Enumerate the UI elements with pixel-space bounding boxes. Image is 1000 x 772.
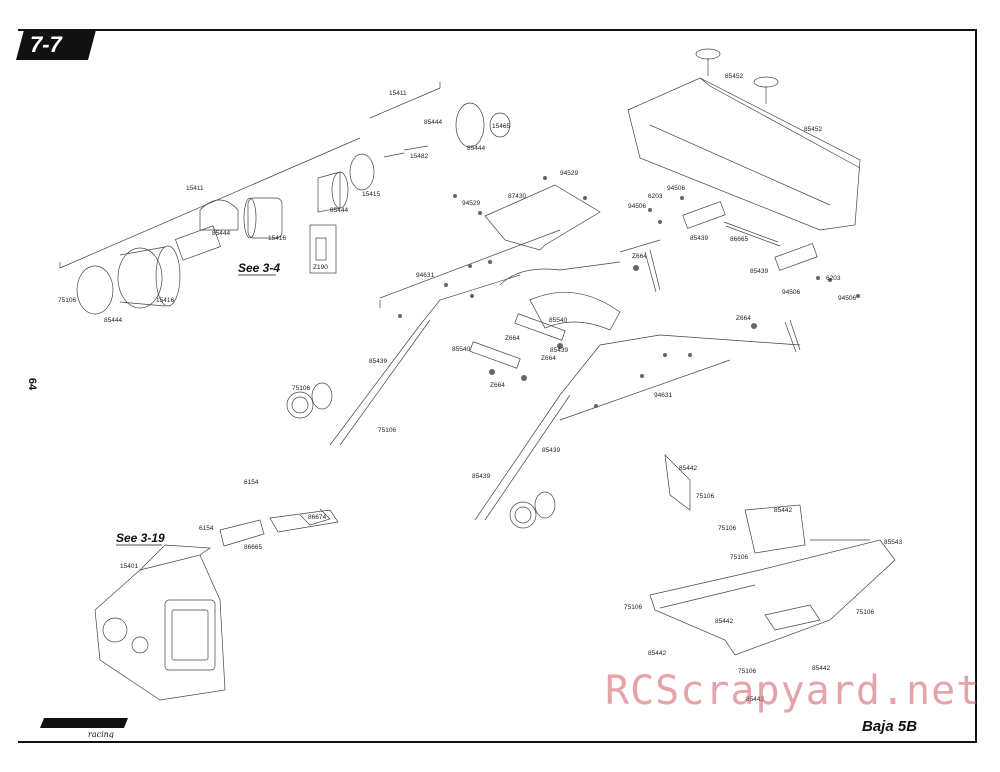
part-number-label: 75106: [738, 668, 756, 675]
part-number-label: Z190: [313, 264, 328, 271]
page-number: 64: [26, 377, 39, 391]
part-number-label: 15416: [268, 235, 286, 242]
baja-5b-logo: Baja 5B: [862, 718, 918, 735]
part-number-label: 6203: [826, 275, 841, 282]
part-number-label: 15482: [410, 153, 428, 160]
part-number-label: 75106: [856, 609, 874, 616]
part-number-label: 85444: [467, 145, 485, 152]
part-number-label: 85444: [212, 230, 230, 237]
part-number-label: 85543: [884, 539, 902, 546]
part-number-label: 94506: [667, 185, 685, 192]
part-number-label: Z664: [490, 382, 505, 389]
part-number-label: 85444: [104, 317, 122, 324]
part-number-label: 85442: [715, 618, 733, 625]
part-number-label: 85442: [774, 507, 792, 514]
part-number-label: 94529: [462, 200, 480, 207]
part-number-label: 86674: [308, 514, 326, 521]
part-number-label: Z664: [505, 335, 520, 342]
part-number-label: 15465: [492, 123, 510, 130]
part-number-label: 85540: [549, 317, 567, 324]
part-number-label: 85439: [472, 473, 490, 480]
hpi-logo: racing: [40, 718, 128, 738]
part-number-label: 85442: [648, 650, 666, 657]
hardware-markers: [398, 176, 860, 408]
part-number-label: 6154: [199, 525, 214, 532]
part-labels: 15411 85444 15482 15465 85444 15411 15415 85444…: [58, 73, 902, 703]
part-number-label: 15416: [156, 297, 174, 304]
watermark: RCScrapyard.net: [605, 668, 982, 714]
part-number-label: 94529: [560, 170, 578, 177]
part-number-label: 75106: [718, 525, 736, 532]
part-number-label: 85442: [812, 665, 830, 672]
part-number-label: 85439: [690, 235, 708, 242]
part-number-label: 85442: [679, 465, 697, 472]
part-number-label: 85439: [550, 347, 568, 354]
part-number-label: 94506: [628, 203, 646, 210]
part-number-label: 85444: [424, 119, 442, 126]
section-badge: [16, 30, 96, 60]
part-number-label: 75106: [292, 385, 310, 392]
part-number-label: 85442: [746, 696, 764, 703]
part-number-label: 15411: [389, 90, 407, 97]
see-3-4-reference: See 3-4: [238, 261, 280, 275]
part-number-label: 6154: [244, 479, 259, 486]
part-number-label: 75106: [378, 427, 396, 434]
part-number-label: 86665: [244, 544, 262, 551]
part-number-label: 15415: [362, 191, 380, 198]
section-number: 7-7: [30, 32, 62, 57]
part-number-label: 15401: [120, 563, 138, 570]
part-number-label: 85439: [542, 447, 560, 454]
part-number-label: Z664: [736, 315, 751, 322]
page-frame: [18, 29, 977, 743]
part-number-label: 94506: [838, 295, 856, 302]
part-number-label: Z664: [541, 355, 556, 362]
part-number-label: 94631: [654, 392, 672, 399]
part-number-label: 86665: [730, 236, 748, 243]
part-number-label: 87430: [508, 193, 526, 200]
part-number-label: 75106: [58, 297, 76, 304]
part-number-label: 85452: [804, 126, 822, 133]
see-3-19-reference: See 3-19: [116, 531, 165, 545]
part-number-label: 94631: [416, 272, 434, 279]
part-number-label: Z664: [632, 253, 647, 260]
part-number-label: 85439: [750, 268, 768, 275]
part-number-label: 85452: [725, 73, 743, 80]
part-number-label: 75106: [696, 493, 714, 500]
part-number-label: 85540: [452, 346, 470, 353]
part-number-label: 75106: [624, 604, 642, 611]
svg-text:racing: racing: [88, 730, 114, 738]
part-number-label: 15411: [186, 185, 204, 192]
grease-tube-box: [309, 224, 337, 274]
part-number-label: 6203: [648, 193, 663, 200]
part-number-label: 85444: [330, 207, 348, 214]
part-number-label: 94506: [782, 289, 800, 296]
part-number-label: 85439: [369, 358, 387, 365]
part-number-label: 75106: [730, 554, 748, 561]
